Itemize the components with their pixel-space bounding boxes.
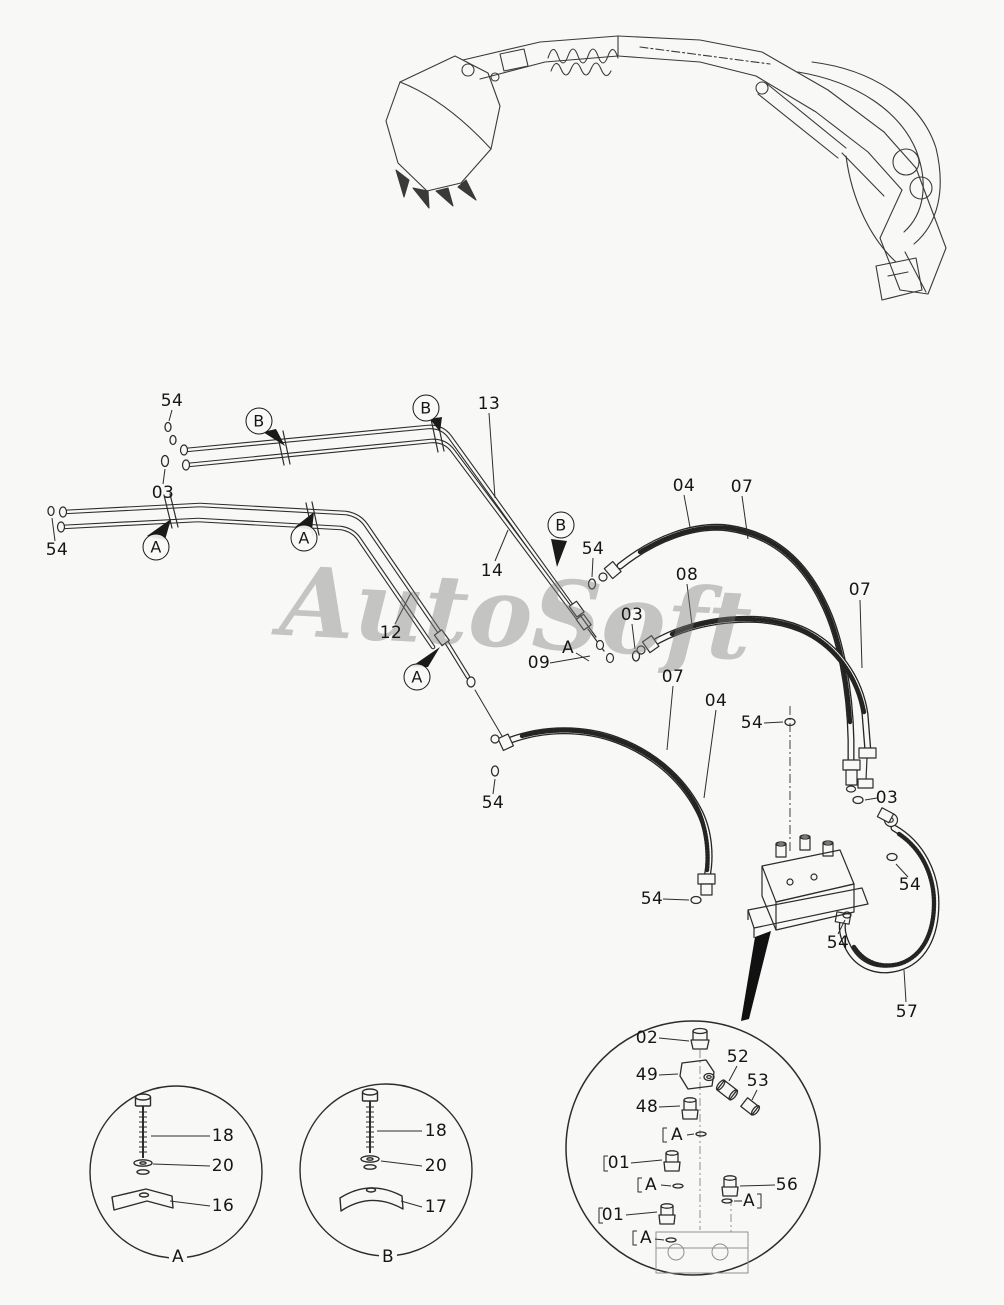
part-callout-a: A [168,1247,188,1267]
fitting-01-upper [663,1150,681,1172]
valve-block [747,706,869,938]
part-callout-53: 53 [746,1071,770,1091]
part-callout-48: 48 [635,1097,659,1117]
part-callout-54: 54 [481,793,505,813]
cylinder-pivot [755,81,769,95]
part-callout-01: 01 [607,1153,631,1173]
part-callout-13: 13 [477,394,501,414]
part-callout-20: 20 [424,1156,448,1176]
part-callout-04: 04 [672,476,696,496]
fitting-48 [681,1097,699,1120]
ref-bubble-a: A [290,524,318,552]
part-callout-49: 49 [635,1065,659,1085]
boom-lines [617,35,917,169]
hoses [504,523,940,974]
part-callout-07: 07 [848,580,872,600]
ref-bubble-b: B [547,511,575,539]
part-callout-09: 09 [527,653,551,673]
group-brackets [598,1127,762,1246]
part-callout-a: A [561,638,575,658]
part-callout-18: 18 [424,1121,448,1141]
part-callout-a: A [644,1175,658,1195]
part-callout-54: 54 [640,889,664,909]
oring-a [695,1131,707,1137]
pipe-clamp-mark [163,493,179,529]
part-callout-03: 03 [620,605,644,625]
boom-cylinder [757,82,847,159]
part-callout-04: 04 [704,691,728,711]
part-callout-14: 14 [480,561,504,581]
bucket-teeth [395,169,477,209]
oring-a [721,1198,733,1204]
part-callout-54: 54 [581,539,605,559]
part-callout-03: 03 [875,788,899,808]
fitting-53 [740,1097,761,1116]
fitting-56 [721,1175,739,1197]
valve-detail-leaders [625,1037,776,1241]
part-callout-a: A [742,1191,756,1211]
coiled-hose [547,48,619,64]
tube-assembly-upper-b [179,417,615,664]
part-callout-17: 17 [424,1197,448,1217]
boom-hoses [811,61,941,245]
part-callout-52: 52 [726,1047,750,1067]
part-callout-54: 54 [45,540,69,560]
fitting-02 [690,1027,710,1050]
detail-pointer-wedge [741,931,771,1021]
part-callout-16: 16 [211,1196,235,1216]
part-callout-20: 20 [211,1156,235,1176]
clamp-16 [111,1188,174,1211]
part-callout-02: 02 [635,1028,659,1048]
arm-lines [462,35,619,61]
hose-fittings [490,560,899,925]
part-callout-54: 54 [898,875,922,895]
part-callout-03: 03 [151,483,175,503]
washer-20 [360,1155,380,1163]
excavator-overview [385,35,947,301]
bucket-outline [385,55,501,192]
leader-lines [51,409,909,1003]
fitting-01-lower [658,1203,676,1225]
part-callout-07: 07 [730,477,754,497]
oring-a [672,1183,684,1189]
oring-a [665,1237,677,1243]
part-callout-07: 07 [661,667,685,687]
part-callout-54: 54 [740,713,764,733]
washer-20 [133,1159,153,1167]
valve-body-ghost [655,1231,749,1274]
ref-bubble-a: A [403,663,431,691]
ref-bubble-b: B [245,407,273,435]
mount-plate [747,887,869,929]
detail-circle-valve [565,1020,821,1276]
ref-bubble-a: A [142,533,170,561]
part-callout-b: B [378,1247,398,1267]
clamp-17 [339,1187,404,1212]
detail-valve-boundary [565,1020,821,1276]
tube-assembly-lower-a [56,493,503,737]
fitting-49 [679,1059,715,1090]
o-rings [47,421,898,919]
fitting-52 [715,1079,739,1101]
ref-bubble-b: B [412,394,440,422]
part-callout-a: A [670,1125,684,1145]
part-callout-12: 12 [379,623,403,643]
part-callout-57: 57 [895,1002,919,1022]
part-callout-01: 01 [601,1205,625,1225]
part-callout-54: 54 [826,933,850,953]
part-callout-54: 54 [160,391,184,411]
part-callout-08: 08 [675,565,699,585]
part-callout-a: A [639,1228,653,1248]
part-callout-18: 18 [211,1126,235,1146]
part-callout-56: 56 [775,1175,799,1195]
